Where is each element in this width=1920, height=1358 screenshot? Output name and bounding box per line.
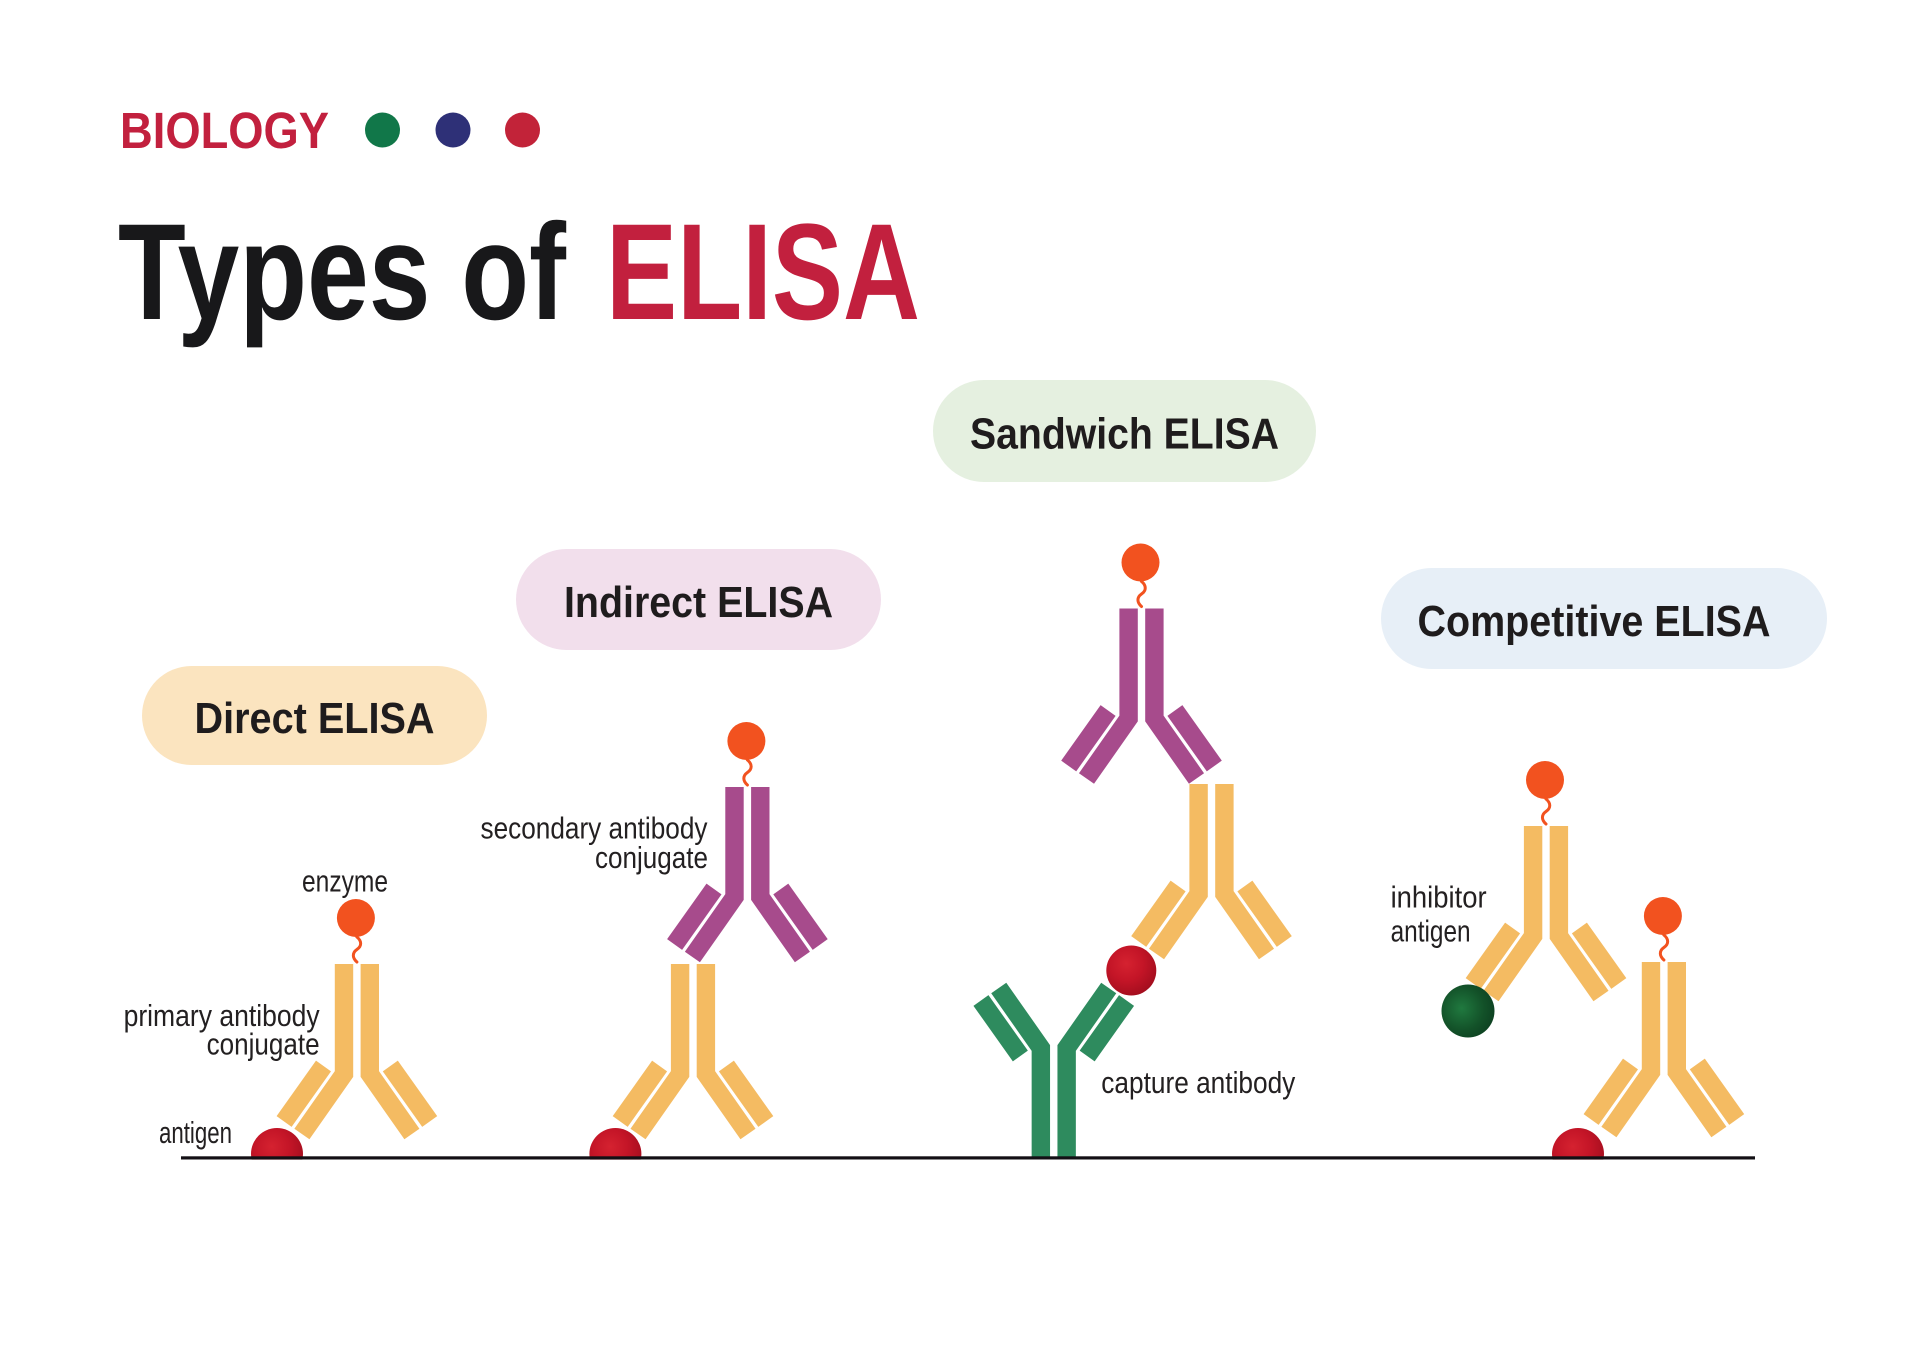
svg-text:Types of: Types of xyxy=(118,196,566,349)
svg-text:enzyme: enzyme xyxy=(302,865,388,899)
svg-text:Sandwich ELISA: Sandwich ELISA xyxy=(970,410,1279,459)
svg-text:conjugate: conjugate xyxy=(595,841,708,875)
svg-text:antigen: antigen xyxy=(159,1116,232,1150)
svg-text:Competitive ELISA: Competitive ELISA xyxy=(1418,597,1771,646)
svg-text:inhibitor: inhibitor xyxy=(1391,881,1487,915)
svg-text:BIOLOGY: BIOLOGY xyxy=(120,102,329,159)
svg-text:Indirect ELISA: Indirect ELISA xyxy=(564,578,833,627)
svg-text:conjugate: conjugate xyxy=(207,1028,320,1062)
svg-text:capture antibody: capture antibody xyxy=(1101,1066,1296,1100)
svg-text:primary antibody: primary antibody xyxy=(124,999,321,1033)
svg-text:antigen: antigen xyxy=(1391,915,1471,949)
svg-text:secondary antibody: secondary antibody xyxy=(481,811,709,845)
svg-text:ELISA: ELISA xyxy=(606,196,920,349)
svg-text:Direct ELISA: Direct ELISA xyxy=(195,694,435,743)
